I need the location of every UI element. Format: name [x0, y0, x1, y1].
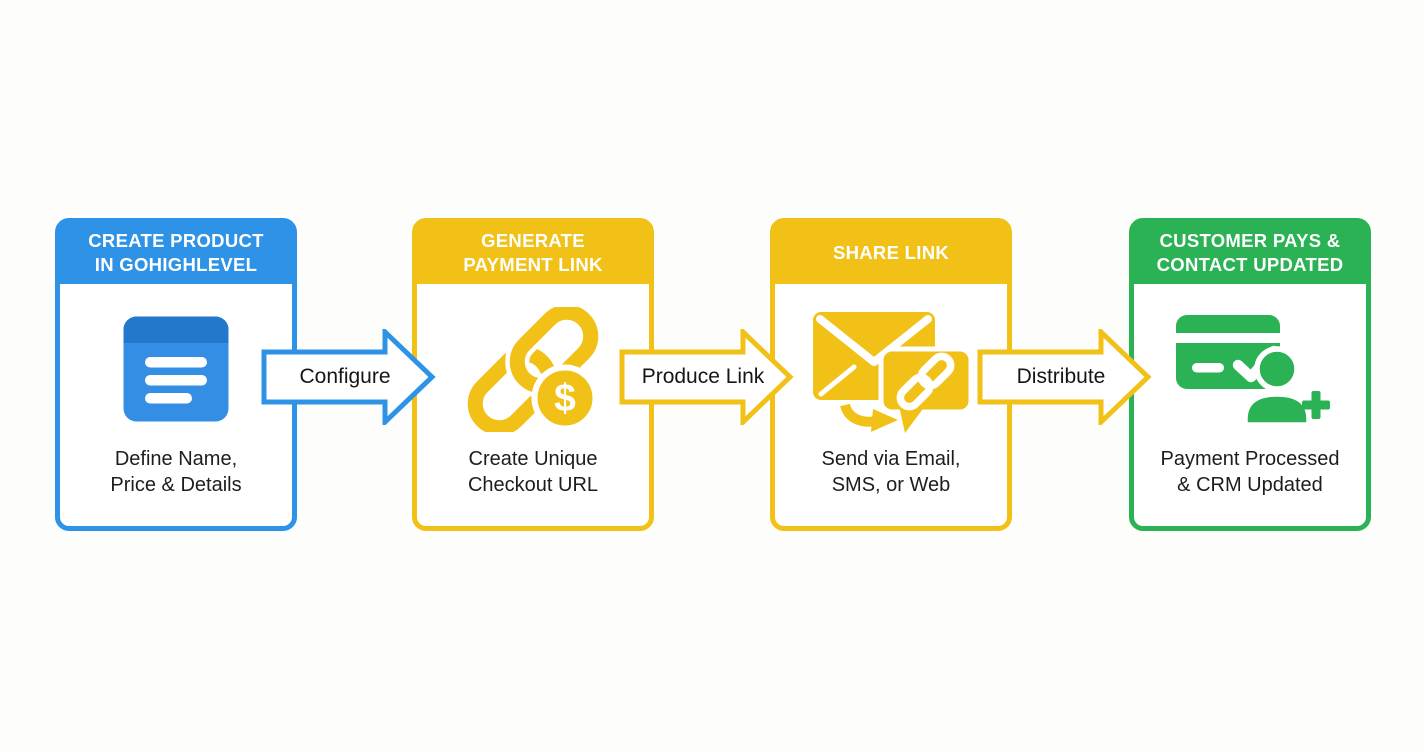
- step-body: Payment Processed & CRM Updated: [1134, 284, 1366, 526]
- flow-arrow-produce-link: Produce Link: [619, 329, 795, 425]
- step-caption: Create Unique Checkout URL: [468, 446, 598, 498]
- step-header-line1: CREATE PRODUCT: [88, 230, 264, 251]
- share-channels-icon: [807, 306, 975, 433]
- step-header: CREATE PRODUCT IN GOHIGHLEVEL: [59, 222, 293, 284]
- flow-step-customer-pays: CUSTOMER PAYS & CONTACT UPDATED: [1129, 218, 1371, 531]
- flow-arrow-distribute: Distribute: [977, 329, 1153, 425]
- step-caption-line2: & CRM Updated: [1177, 474, 1323, 496]
- step-caption-line2: Checkout URL: [467, 474, 599, 496]
- dollar-coin-icon: [531, 364, 598, 431]
- step-caption: Send via Email, SMS, or Web: [822, 446, 961, 498]
- arrow-label: Produce Link: [641, 365, 765, 388]
- step-body: Send via Email, SMS, or Web: [775, 284, 1007, 526]
- add-contact-icon: [1242, 346, 1330, 428]
- payment-success-crm-icon: [1170, 306, 1330, 432]
- flow-step-create-product: CREATE PRODUCT IN GOHIGHLEVEL Define Nam…: [55, 218, 297, 531]
- dollar-symbol: $: [554, 377, 576, 420]
- flow-step-share-link: SHARE LINK: [770, 218, 1012, 531]
- step-header-line1: SHARE LINK: [832, 242, 950, 263]
- right-arrow-icon: [261, 329, 436, 425]
- step-caption-line1: Payment Processed: [1160, 448, 1340, 470]
- step-caption-line1: Send via Email,: [821, 448, 961, 470]
- arrow-label: Distribute: [1016, 365, 1106, 388]
- right-arrow-icon: [619, 329, 794, 425]
- step-header-line1: GENERATE: [481, 230, 585, 251]
- arrow-label: Configure: [299, 365, 391, 388]
- step-caption-line1: Create Unique: [468, 448, 598, 470]
- step-header: CUSTOMER PAYS & CONTACT UPDATED: [1133, 222, 1367, 284]
- step-header-line2: CONTACT UPDATED: [1156, 254, 1344, 275]
- step-header: GENERATE PAYMENT LINK: [416, 222, 650, 284]
- step-header-line1: CUSTOMER PAYS &: [1159, 230, 1341, 251]
- flow-arrow-configure: Configure: [261, 329, 437, 425]
- step-caption: Payment Processed & CRM Updated: [1161, 446, 1340, 498]
- product-document-icon: [122, 306, 230, 432]
- step-caption-line2: Price & Details: [110, 474, 242, 496]
- step-caption-line2: SMS, or Web: [831, 474, 951, 496]
- step-header-line2: IN GOHIGHLEVEL: [94, 254, 258, 275]
- step-caption-line1: Define Name,: [114, 448, 238, 470]
- payment-link-icon: $: [466, 306, 601, 432]
- chat-bubble-link-icon: [878, 346, 974, 433]
- flow-step-generate-payment-link: GENERATE PAYMENT LINK $ Create Un: [412, 218, 654, 531]
- step-caption: Define Name, Price & Details: [110, 446, 241, 498]
- step-body: Define Name, Price & Details: [60, 284, 292, 526]
- step-body: $ Create Unique Checkout URL: [417, 284, 649, 526]
- step-header: SHARE LINK: [774, 222, 1008, 284]
- step-header-line2: PAYMENT LINK: [463, 254, 603, 275]
- curved-arrow-icon: [840, 402, 898, 432]
- right-arrow-icon: [977, 329, 1152, 425]
